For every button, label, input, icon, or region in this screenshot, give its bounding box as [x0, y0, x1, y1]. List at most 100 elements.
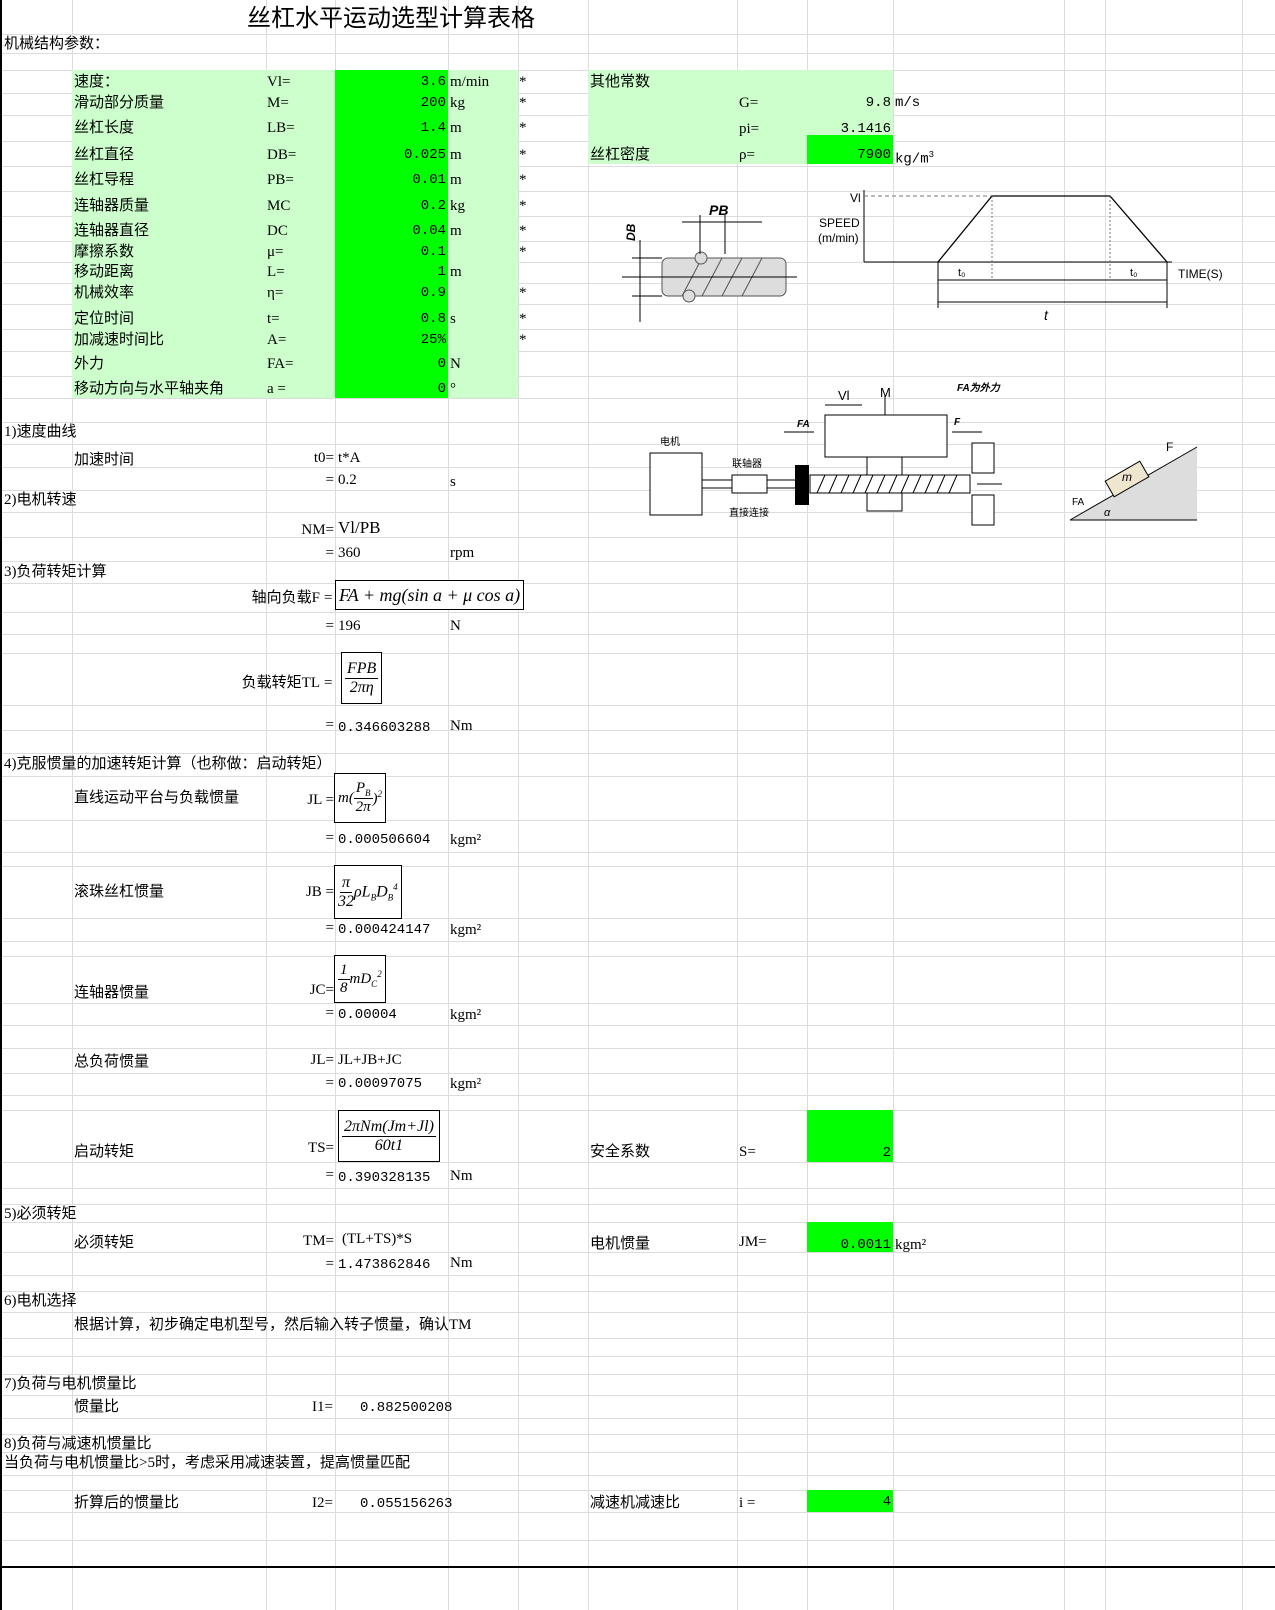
grid-row-line [2, 537, 1275, 538]
param-symbol: DC [267, 223, 288, 239]
param-value[interactable]: 0.8 [420, 311, 446, 327]
grid-row-line [2, 1395, 1275, 1396]
incline-mass-label: m [1122, 470, 1132, 484]
density-value[interactable]: 7900 [857, 147, 891, 163]
speed-unit-label: (m/min) [818, 231, 859, 245]
grid-row-line [2, 1204, 1275, 1205]
param-value[interactable]: 0.9 [420, 285, 446, 301]
grid-col-line [807, 0, 808, 1610]
jc-eq: = [325, 1005, 334, 1021]
jm-unit: kgm² [895, 1237, 927, 1253]
s5-formula: (TL+TS)*S [342, 1231, 413, 1247]
param-value[interactable]: 0 [437, 356, 446, 372]
param-unit: N [450, 356, 461, 372]
param-value[interactable]: 0.04 [412, 223, 446, 239]
s6-text: 根据计算，初步确定电机型号，然后输入转子惯量，确认TM [74, 1317, 472, 1333]
param-unit: m [450, 223, 462, 239]
db-label: DB [624, 223, 638, 241]
section-header: 机械结构参数： [4, 36, 110, 52]
grid-row-line [2, 1374, 1275, 1375]
s5-title: 5)必须转矩 [4, 1206, 77, 1222]
param-value[interactable]: 0.025 [403, 147, 446, 163]
time-label: TIME(S) [1178, 267, 1223, 281]
param-value[interactable]: 3.6 [420, 74, 446, 90]
jm-value[interactable]: 0.0011 [840, 1237, 891, 1253]
reducer-value[interactable]: 4 [882, 1494, 891, 1510]
grid-row-line [2, 34, 1275, 35]
jt-unit: kgm² [450, 1076, 482, 1092]
param-value[interactable]: 0.01 [412, 172, 446, 188]
jb-symbol: JB = [305, 884, 334, 900]
s2-unit: rpm [450, 545, 475, 561]
s1-eq: = [325, 472, 334, 488]
safety-factor-cell[interactable] [807, 1110, 893, 1162]
grid-col-line [1064, 0, 1065, 1610]
s2-title: 2)电机转速 [4, 492, 77, 508]
param-value[interactable]: 1 [437, 264, 446, 280]
grid-row-line [2, 820, 1275, 821]
param-value[interactable]: 0 [437, 381, 446, 397]
ts-formula: 2πNm(Jm+Jl)60t1 [338, 1110, 440, 1162]
s3-t-value: 0.346603288 [338, 720, 431, 736]
param-label: 加减速时间比 [74, 332, 165, 348]
grid-row-line [2, 304, 1275, 305]
grid-row-line [2, 467, 1275, 468]
jb-unit: kgm² [450, 922, 482, 938]
grid-col-line [1242, 0, 1243, 1610]
param-value[interactable]: 200 [420, 95, 446, 111]
grid-row-line [2, 918, 1275, 919]
ts-label: 启动转矩 [74, 1144, 135, 1160]
param-value[interactable]: 1.4 [420, 120, 446, 136]
param-label: 滑动部分质量 [74, 95, 165, 111]
incline-icon: m FA F α [1069, 440, 1198, 521]
grid-row-line [2, 216, 1275, 217]
param-symbol: PB= [267, 172, 294, 188]
jb-value: 0.000424147 [338, 922, 431, 938]
jt-symbol: JL= [310, 1052, 334, 1068]
motor-inertia-cell[interactable] [807, 1222, 893, 1252]
param-symbol: η= [267, 285, 284, 301]
param-symbol: MC [267, 198, 291, 214]
g-value[interactable]: 9.8 [865, 95, 891, 111]
jc-value: 0.00004 [338, 1007, 397, 1023]
jl-eq: = [325, 830, 334, 846]
param-label: 连轴器质量 [74, 198, 150, 214]
grid-row-line [2, 634, 1275, 635]
density-unit: kg/m3 [895, 145, 934, 170]
speed-label: SPEED [819, 216, 860, 230]
grid-row-line [2, 283, 1275, 284]
pi-value[interactable]: 3.1416 [840, 121, 891, 137]
param-symbol: L= [267, 264, 285, 280]
grid-row-line [2, 1275, 1275, 1276]
density-cell[interactable] [807, 135, 893, 164]
grid-row-line [2, 1540, 1275, 1541]
page-title: 丝杠水平运动选型计算表格 [247, 6, 535, 32]
param-value[interactable]: 0.2 [420, 198, 446, 214]
param-symbol: LB= [267, 120, 295, 136]
s5-eq: = [325, 1256, 334, 1272]
f-label: F [954, 417, 961, 428]
sheet-bottom-border [2, 1566, 1275, 1568]
param-value[interactable]: 25% [420, 332, 446, 348]
grid-row-line [2, 1188, 1275, 1189]
param-unit: m [450, 172, 462, 188]
grid-row-line [2, 444, 1275, 445]
s5-symbol: TM= [303, 1233, 334, 1249]
s1-label: 加速时间 [74, 452, 135, 468]
param-required-mark: * [519, 74, 527, 90]
ratio-cell[interactable] [807, 1490, 893, 1512]
safety-value[interactable]: 2 [882, 1145, 891, 1161]
param-label: 丝杠长度 [74, 120, 135, 136]
param-value[interactable]: 0.1 [420, 244, 446, 260]
density-label: 丝杠密度 [590, 147, 651, 163]
pi-symbol: pi= [739, 121, 760, 137]
param-required-mark: * [519, 172, 527, 188]
grid-row-line [2, 512, 1275, 513]
grid-row-line [2, 1222, 1275, 1223]
s4-title: 4)克服惯量的加速转矩计算（也称做：启动转矩） [4, 756, 332, 772]
s6-title: 6)电机选择 [4, 1293, 77, 1309]
